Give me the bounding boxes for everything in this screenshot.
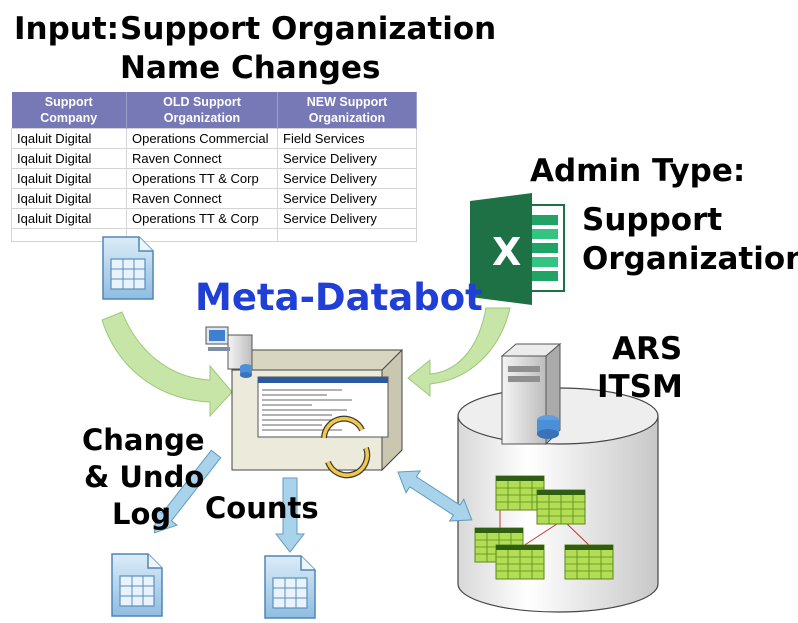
green-table-icon [536, 489, 586, 525]
table-cell: Iqaluit Digital [11, 168, 127, 189]
table-row-empty [11, 228, 417, 242]
table-cell: Raven Connect [126, 188, 278, 209]
input-title-line2: Name Changes [120, 50, 381, 86]
excel-icon: X [470, 193, 565, 305]
counts-label: Counts [205, 491, 319, 525]
admin-type-value-line2: Organization [582, 241, 798, 277]
input-label: Input: [14, 11, 120, 47]
bot-title: Meta-Databot [195, 276, 483, 319]
bot-panel [231, 348, 403, 479]
green-table-icon [495, 544, 545, 580]
log-label-line1: Change [82, 423, 205, 457]
cycle-icon-fill [322, 416, 369, 477]
input-doc-icon [102, 236, 154, 300]
admin-type-value-line1: Support [582, 202, 723, 238]
green-table-icon [564, 544, 614, 580]
input-to-bot-arrow [101, 311, 233, 418]
table-cell: Service Delivery [277, 208, 417, 229]
ars-label-line2: ITSM [597, 369, 683, 405]
table-cell: Field Services [277, 128, 417, 149]
table-row: Iqaluit Digital Raven Connect Service De… [11, 148, 417, 169]
table-row: Iqaluit Digital Operations TT & Corp Ser… [11, 208, 417, 229]
table-cell: Iqaluit Digital [11, 148, 127, 169]
input-title-line1: Support Organization [120, 11, 497, 47]
log-doc-icon [111, 553, 163, 617]
counts-doc-icon [264, 555, 316, 619]
log-arrow [153, 449, 222, 534]
computer-server-icon [205, 326, 253, 378]
table-row: Iqaluit Digital Operations Commercial Fi… [11, 128, 417, 149]
log-label-line2: & Undo [84, 460, 205, 494]
table-cell: Operations TT & Corp [126, 208, 278, 229]
counts-arrow [274, 477, 306, 553]
svg-text:X: X [492, 230, 521, 274]
admin-type-label: Admin Type: [530, 153, 746, 189]
table-cell: Iqaluit Digital [11, 128, 127, 149]
log-label-line3: Log [112, 497, 172, 531]
table-cell: Service Delivery [277, 188, 417, 209]
excel-to-bot-arrow [407, 307, 511, 398]
table-row: Iqaluit Digital Raven Connect Service De… [11, 188, 417, 209]
ars-label-line1: ARS [612, 331, 683, 367]
bot-db-arrow [397, 470, 473, 522]
table-cell: Service Delivery [277, 148, 417, 169]
database-server-icon [500, 342, 562, 446]
